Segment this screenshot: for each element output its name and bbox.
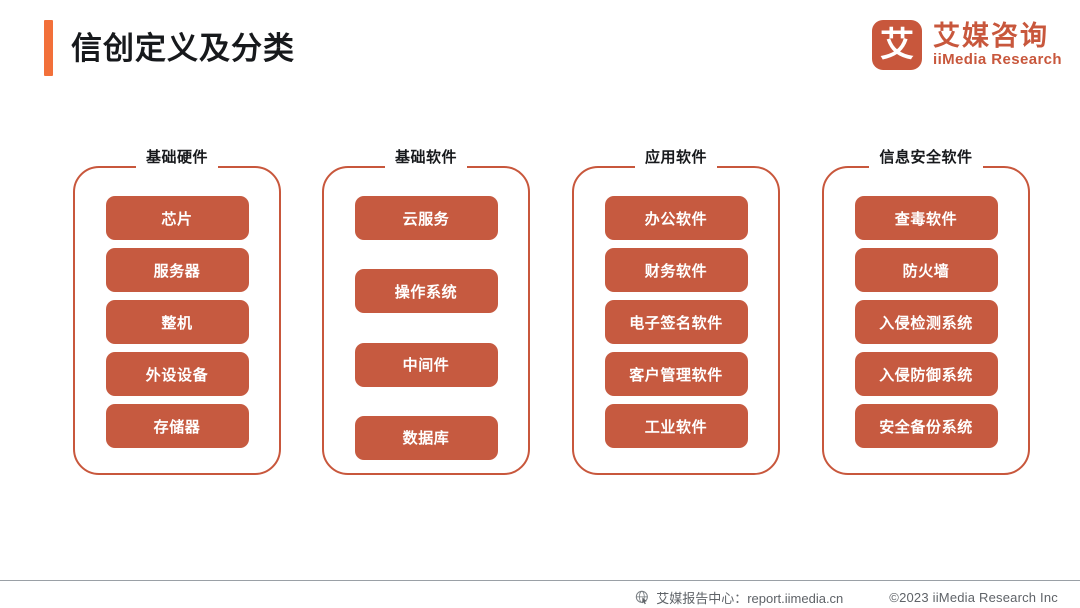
category-item[interactable]: 安全备份系统 (854, 404, 998, 448)
footer-copyright: ©2023 iiMedia Research Inc (889, 589, 1058, 605)
category-title: 信息安全软件 (879, 149, 973, 166)
category-item[interactable]: 工业软件 (604, 404, 748, 448)
category-item[interactable]: 电子签名软件 (604, 300, 748, 344)
category-item-list: 云服务操作系统中间件数据库 (322, 196, 530, 460)
category-item[interactable]: 整机 (105, 300, 249, 344)
category-item[interactable]: 数据库 (354, 415, 498, 460)
category-item[interactable]: 操作系统 (354, 269, 498, 314)
category-column: 基础硬件芯片服务器整机外设设备存储器 (73, 150, 281, 480)
title-accent-bar (44, 20, 53, 76)
logo-text-group: 艾媒咨询 iiMedia Research (933, 21, 1062, 68)
brand-logo: 艾 艾媒咨询 iiMedia Research (872, 20, 1062, 70)
globe-cursor-icon (635, 590, 649, 604)
page-title: 信创定义及分类 (71, 30, 295, 66)
category-item[interactable]: 查毒软件 (854, 196, 998, 240)
page-header: 信创定义及分类 艾 艾媒咨询 iiMedia Research (0, 0, 1080, 100)
category-item[interactable]: 芯片 (105, 196, 249, 240)
page-footer: 艾媒报告中心：report.iimedia.cn ©2023 iiMedia R… (0, 586, 1080, 608)
category-item[interactable]: 服务器 (105, 248, 249, 292)
classification-diagram: 基础硬件芯片服务器整机外设设备存储器基础软件云服务操作系统中间件数据库应用软件办… (0, 150, 1080, 490)
category-title: 基础软件 (394, 149, 457, 166)
frame-title-notch (385, 159, 467, 173)
category-item[interactable]: 办公软件 (604, 196, 748, 240)
category-item[interactable]: 防火墙 (854, 248, 998, 292)
category-item[interactable]: 入侵防御系统 (854, 352, 998, 396)
category-item-list: 芯片服务器整机外设设备存储器 (73, 196, 281, 460)
logo-name-en: iiMedia Research (933, 51, 1062, 69)
frame-title-notch (136, 159, 218, 173)
category-column: 应用软件办公软件财务软件电子签名软件客户管理软件工业软件 (572, 150, 780, 480)
frame-title-notch (635, 159, 717, 173)
logo-mark-icon: 艾 (872, 20, 923, 70)
category-item[interactable]: 中间件 (354, 342, 498, 387)
logo-mark-glyph: 艾 (880, 25, 915, 65)
footer-report-center: 艾媒报告中心：report.iimedia.cn (635, 588, 843, 607)
page-title-group: 信创定义及分类 (44, 20, 295, 76)
category-item[interactable]: 客户管理软件 (604, 352, 748, 396)
category-column: 信息安全软件查毒软件防火墙入侵检测系统入侵防御系统安全备份系统 (822, 150, 1030, 480)
category-item[interactable]: 财务软件 (604, 248, 748, 292)
category-item[interactable]: 存储器 (105, 404, 249, 448)
category-item-list: 查毒软件防火墙入侵检测系统入侵防御系统安全备份系统 (822, 196, 1030, 460)
category-item[interactable]: 入侵检测系统 (854, 300, 998, 344)
category-title: 基础硬件 (145, 149, 208, 166)
category-item[interactable]: 外设设备 (105, 352, 249, 396)
category-item-list: 办公软件财务软件电子签名软件客户管理软件工业软件 (572, 196, 780, 460)
category-title: 应用软件 (644, 149, 707, 166)
logo-name-cn: 艾媒咨询 (933, 21, 1050, 52)
footer-divider (0, 580, 1080, 581)
frame-title-notch (869, 159, 983, 173)
category-item[interactable]: 云服务 (354, 196, 498, 240)
footer-report-center-text: 艾媒报告中心：report.iimedia.cn (656, 590, 844, 606)
category-column: 基础软件云服务操作系统中间件数据库 (322, 150, 530, 480)
